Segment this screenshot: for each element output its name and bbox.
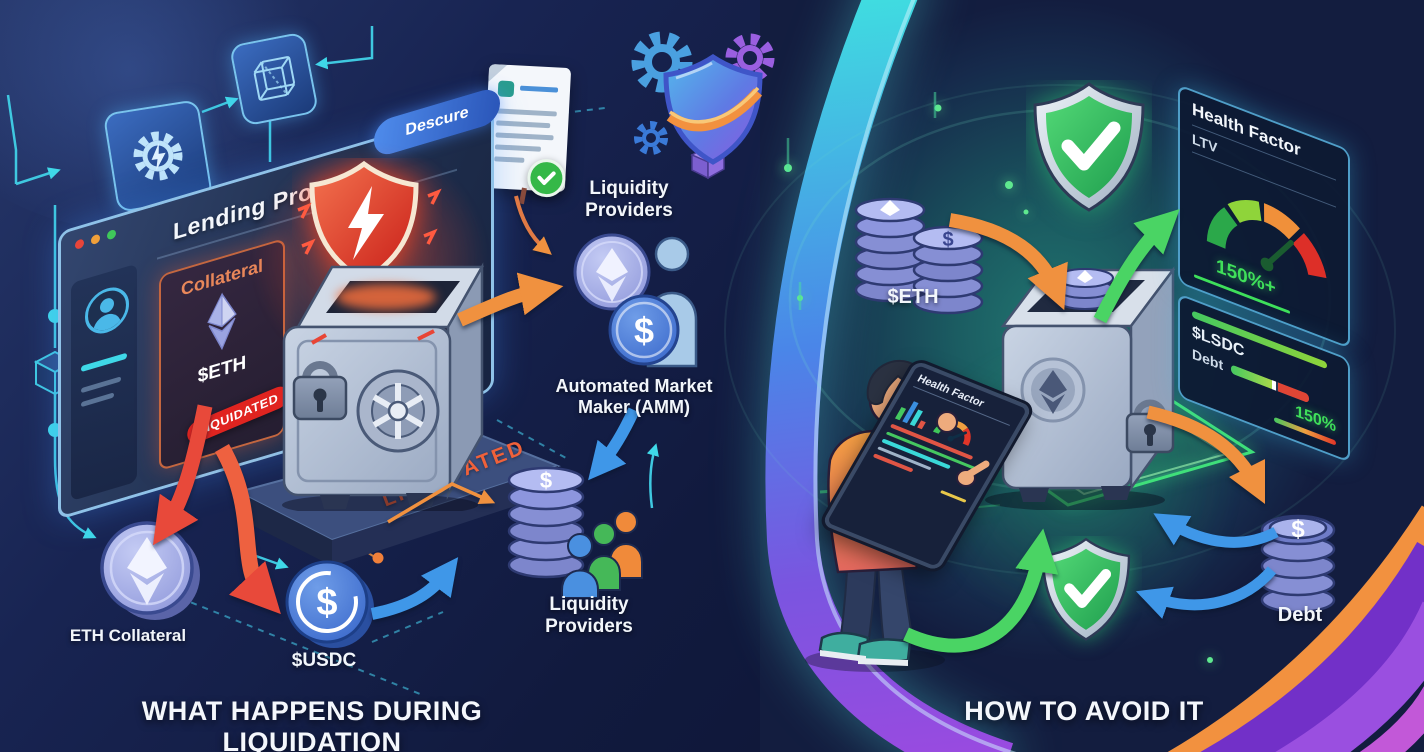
smart-contract-document	[482, 63, 572, 205]
gear-icon-purple	[725, 33, 775, 83]
svg-text:$: $	[316, 582, 337, 624]
eth-coin-stack	[854, 197, 926, 303]
dollar-coin-stack: $	[912, 225, 984, 315]
deposit-coin-stacks: $	[854, 197, 984, 315]
glow-streaks	[786, 92, 937, 310]
network-node-orange	[372, 552, 384, 564]
ltv-gauge	[1206, 200, 1327, 279]
tablet-bar-chart	[894, 401, 926, 430]
coin-stack-icon: $	[507, 466, 585, 579]
svg-text:$: $	[540, 468, 552, 493]
arrow-vault-to-dashboard	[1093, 209, 1180, 324]
arrow-usdc-to-pool	[370, 557, 459, 620]
shield-swoosh-icon	[663, 53, 763, 165]
amm-label: Automated Market Maker (AMM)	[555, 376, 713, 418]
svg-text:$: $	[1291, 516, 1305, 543]
panel-divider-band	[765, 0, 1017, 752]
eth-collateral-label: ETH Collateral	[69, 626, 187, 645]
arrow-debt-to-vault-upper	[1153, 513, 1279, 548]
eth-deposit-label: $ETH	[887, 286, 939, 308]
arrow-platform-out	[387, 482, 496, 524]
health-factor-dashboard: Health Factor LTV 150%+ $LSDC Debt 150%	[1178, 84, 1350, 464]
debt-label: Debt	[1277, 604, 1323, 626]
safety-shield-icon	[1041, 537, 1131, 641]
cube-tile	[228, 31, 320, 127]
arrow-debt-to-vault-lower	[1135, 566, 1277, 619]
liquidity-pool-group: $	[507, 466, 643, 598]
left-section-title: WHAT HAPPENS DURING LIQUIDATION	[141, 696, 483, 752]
svg-text:$: $	[634, 310, 654, 351]
usdc-coin-icon: $	[285, 560, 374, 648]
eth-coin-icon	[573, 233, 651, 311]
vault-icon	[282, 262, 485, 511]
lending-protocol-window: Lending Protocol Collateral $ETH LIQUIDA…	[58, 102, 494, 520]
alert-sparks	[297, 188, 442, 255]
arrow-vault-to-debt	[1146, 405, 1266, 505]
gear-icon	[631, 31, 693, 93]
right-section-title: HOW TO AVOID IT	[964, 696, 1204, 726]
health-factor-card: Health Factor LTV 150%+	[1178, 84, 1350, 350]
gear-lightning-icon	[133, 131, 183, 181]
arrow-eth-to-vault	[948, 213, 1068, 311]
eth-icon	[207, 292, 237, 351]
arrow-collateral-to-usdc	[214, 444, 281, 615]
liquidity-providers-top-label: Liquidity Providers	[585, 178, 673, 222]
debt-coin-stack: $	[1260, 514, 1336, 614]
gear-icon-small	[634, 121, 668, 155]
providers-people-icon	[561, 510, 643, 598]
security-logo	[631, 31, 775, 165]
arrow-doc-down	[514, 195, 552, 255]
amm-group: $	[573, 233, 698, 368]
liquidity-providers-bottom-label: Liquidity Providers	[545, 594, 633, 638]
collateral-card: Collateral $ETH LIQUIDATED	[159, 237, 291, 472]
hands	[936, 411, 990, 487]
check-badge-icon	[526, 158, 567, 199]
dashed-links	[179, 107, 606, 695]
padlock-icon	[292, 361, 348, 421]
arrow-collateral-drop	[152, 404, 213, 546]
corner-swoosh	[1167, 505, 1424, 752]
dollar-coin-icon: $	[608, 294, 680, 366]
vault-eth-emblem	[1020, 357, 1086, 423]
wireframe-cube-icon	[253, 56, 296, 101]
arrow-amm-to-pool	[588, 407, 640, 481]
eth-collateral-coin	[100, 521, 200, 620]
arrow-monitor-loop	[903, 528, 1059, 653]
usdc-label: $USDC	[291, 650, 357, 671]
protection-shield-icon	[1033, 82, 1145, 212]
gear-tile	[102, 99, 214, 213]
arrow-vault-to-amm	[457, 272, 564, 327]
savings-vault-icon	[985, 266, 1176, 510]
svg-text:$: $	[942, 229, 953, 251]
vault-dial	[356, 369, 440, 453]
